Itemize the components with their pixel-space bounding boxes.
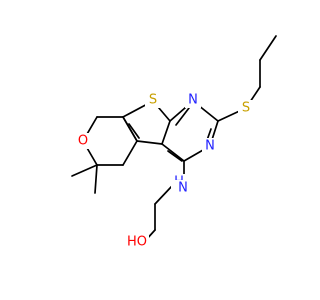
bond: [71, 164, 98, 177]
bond: [128, 123, 140, 139]
bond: [136, 140, 163, 145]
atom-labels: S N N S O H N HO: [75, 92, 254, 250]
upper-nitrogen-atom: N: [185, 92, 201, 108]
bond: [161, 120, 171, 145]
hydroxyl-oxygen-atom: HO: [125, 234, 149, 250]
bonds: [71, 35, 277, 242]
bond: [167, 150, 183, 162]
lower-nitrogen-atom: N: [202, 138, 218, 154]
bond: [122, 116, 138, 142]
bond: [154, 185, 173, 205]
propyl-sulfur-atom: S: [238, 100, 254, 116]
structure-svg: S N N S O H N HO: [71, 35, 277, 250]
bond: [259, 35, 277, 61]
upper-nitrogen-label: N: [188, 93, 198, 108]
bond: [122, 140, 138, 166]
propyl-sulfur-label: S: [242, 101, 250, 116]
amine-nitrogen-label: N: [178, 181, 188, 196]
thiophene-sulfur-atom: S: [145, 92, 161, 108]
bond: [161, 143, 185, 162]
pyran-oxygen-atom: O: [75, 133, 91, 149]
amine-nitrogen-atom: N: [175, 180, 191, 196]
thiophene-sulfur-label: S: [149, 93, 157, 108]
pyran-oxygen-label: O: [78, 134, 88, 149]
hydroxyl-oxygen-label: HO: [127, 235, 147, 250]
lower-nitrogen-label: N: [205, 139, 215, 154]
bond: [94, 164, 98, 194]
bond: [175, 107, 190, 126]
molecule-diagram: S N N S O H N HO: [71, 35, 277, 250]
